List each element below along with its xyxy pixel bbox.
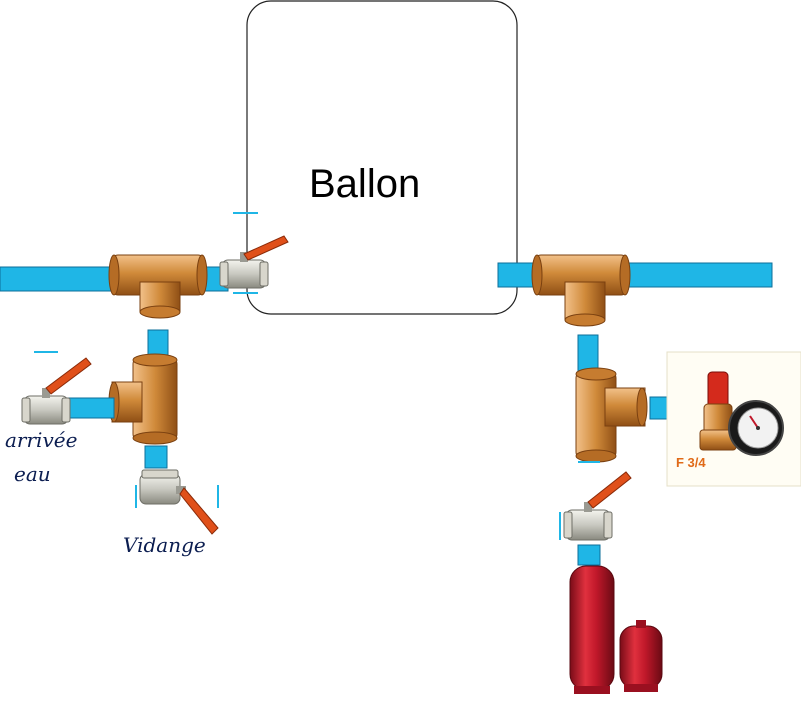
ball-valve-expansion <box>563 471 632 541</box>
safety-valve <box>699 371 737 451</box>
ball-valve-inlet <box>21 357 92 425</box>
tank-ballon <box>246 0 518 315</box>
ball-valve-drain <box>139 469 219 535</box>
pipe-to-expansion-vessel <box>577 544 601 566</box>
pressure-gauge <box>728 400 784 456</box>
pipe-left-main <box>0 266 119 292</box>
pipe-right-main <box>619 262 773 288</box>
copper-tee-left-top <box>108 254 208 319</box>
expansion-vessel-small <box>619 620 663 692</box>
inlet-label-line2: eau <box>14 462 51 486</box>
copper-tee-right-bottom <box>575 367 648 463</box>
drain-label: Vidange <box>123 533 206 557</box>
pipe-right-vertical <box>577 334 599 372</box>
tank-label: Ballon <box>309 162 421 206</box>
pipe-inlet <box>65 397 115 419</box>
inlet-label-line1: arrivée <box>5 428 78 452</box>
copper-tee-right-top <box>531 254 631 327</box>
pipe-drain <box>144 445 168 469</box>
copper-tee-left-bottom <box>108 353 178 445</box>
fitting-size-label: F 3/4 <box>676 455 706 470</box>
expansion-vessel-large <box>569 565 615 694</box>
